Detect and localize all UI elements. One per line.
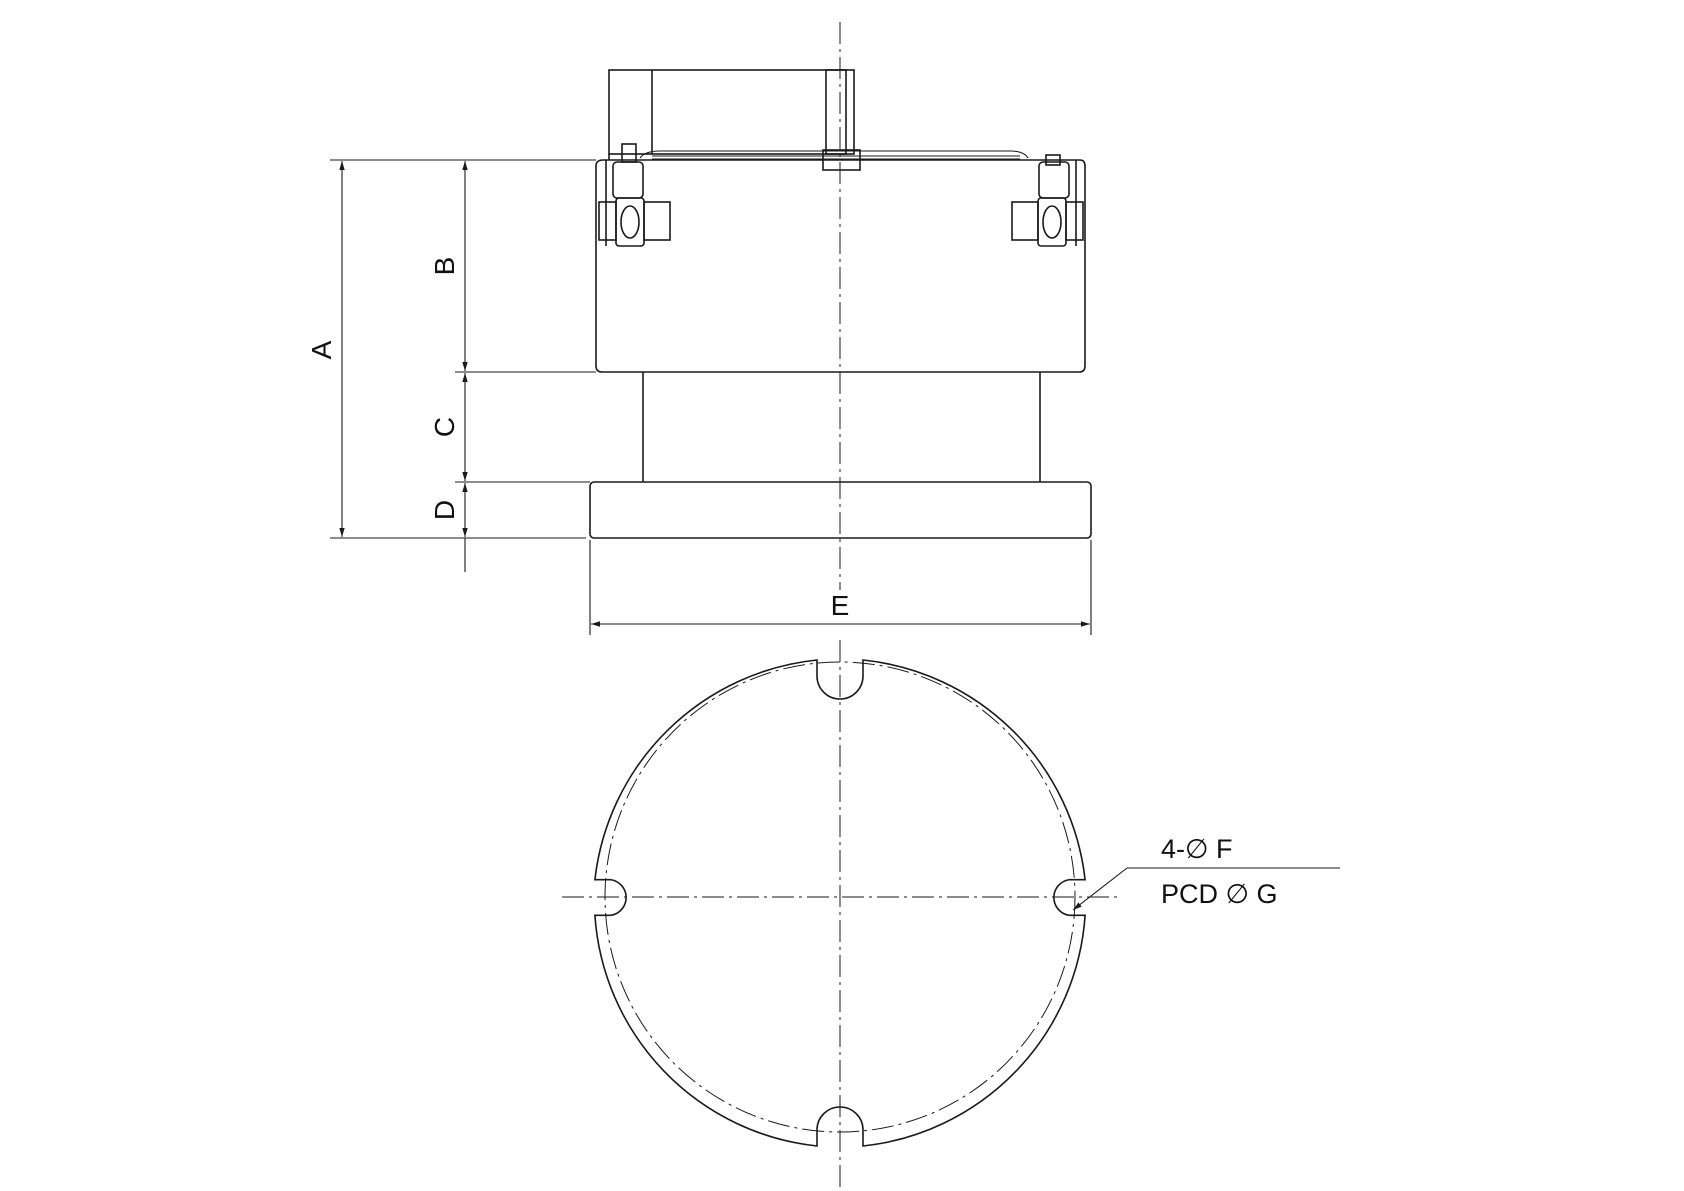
dim-a-label: A [306,340,337,359]
right-clamp [1011,154,1084,247]
side-view [589,22,1092,590]
callout-leader [1072,867,1340,911]
top-view [562,640,1120,1191]
top-bracket [608,69,861,171]
upper-body [595,150,1086,373]
neck [642,372,1041,482]
dimension-lines [330,159,1092,635]
pcd-label: PCD ∅ G [1161,879,1278,909]
dim-d-label: D [429,500,460,520]
flange-outline [593,659,1087,1147]
base-flange [589,481,1092,539]
left-clamp [598,143,671,247]
dim-b-label: B [429,257,460,276]
hole-count-label: 4-∅ F [1161,834,1233,864]
dim-c-label: C [429,417,460,437]
dim-e-label: E [831,590,850,621]
